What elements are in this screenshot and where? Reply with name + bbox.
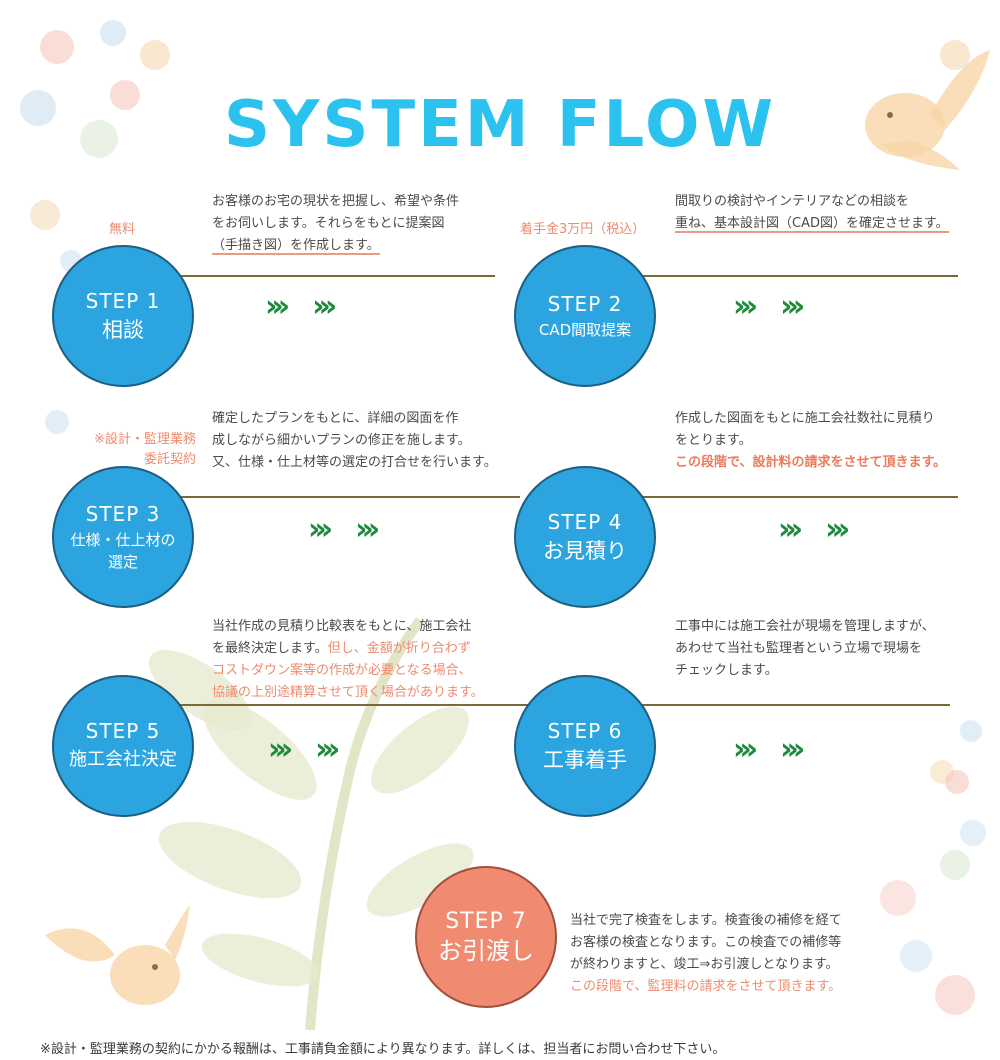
- step5-circle: STEP 5 施工会社決定: [52, 675, 194, 817]
- decor-dot: [960, 720, 982, 742]
- step1-circle: STEP 1 相談: [52, 245, 194, 387]
- step4-arrows: ››››››: [778, 512, 850, 547]
- step3-description: 確定したプランをもとに、詳細の図面を作 成しながら細かいプランの修正を施します。…: [212, 411, 497, 470]
- step3-circle: STEP 3 仕様・仕上材の 選定: [52, 466, 194, 608]
- divider: [130, 275, 495, 277]
- decor-dot: [45, 410, 69, 434]
- decor-dot: [935, 975, 975, 1015]
- divider: [590, 496, 958, 498]
- step6-description: 工事中には施工会社が現場を管理しますが、 あわせて当社も監理者という立場で現場を…: [675, 619, 935, 678]
- step7-circle: STEP 7 お引渡し: [415, 866, 557, 1008]
- decor-dot: [880, 880, 916, 916]
- decor-dot: [900, 940, 932, 972]
- divider: [130, 496, 520, 498]
- decor-dot: [20, 90, 56, 126]
- step3-arrows: ››››››: [308, 512, 380, 547]
- decor-dot: [940, 40, 970, 70]
- divider: [590, 275, 958, 277]
- decor-dot: [40, 30, 74, 64]
- decor-dot: [140, 40, 170, 70]
- step2-arrows: ››››››: [733, 289, 805, 324]
- step7-description: 当社で完了検査をします。検査後の補修を経て お客様の検査となります。この検査での…: [570, 913, 842, 994]
- small-bird-illustration: [45, 905, 190, 1005]
- step1-description: お客様のお宅の現状を把握し、希望や条件 をお伺いします。それらをもとに提案図 （…: [212, 194, 460, 255]
- decor-dot: [960, 820, 986, 846]
- step2-description: 間取りの検討やインテリアなどの相談を 重ね、基本設計図（CAD図）を確定させます…: [675, 194, 949, 233]
- decor-dot: [30, 200, 60, 230]
- bird-illustration: [865, 50, 990, 170]
- decor-dot: [940, 850, 970, 880]
- decor-dot: [100, 20, 126, 46]
- decor-dot: [945, 770, 969, 794]
- step6-circle: STEP 6 工事着手: [514, 675, 656, 817]
- footer-note: ※設計・監理業務の契約にかかる報酬は、工事請負金額により異なります。詳しくは、担…: [40, 1042, 726, 1057]
- decor-dot: [110, 80, 140, 110]
- step4-circle: STEP 4 お見積り: [514, 466, 656, 608]
- step3-note: ※設計・監理業務 委託契約: [94, 432, 196, 467]
- page-title: SYSTEM FLOW: [223, 88, 777, 162]
- step4-description: 作成した図面をもとに施工会社数社に見積り をとります。 この段階で、設計料の請求…: [675, 411, 947, 470]
- step2-circle: STEP 2 CAD間取提案: [514, 245, 656, 387]
- divider: [130, 704, 530, 706]
- decor-dot: [80, 120, 118, 158]
- step1-arrows: ››››››: [265, 289, 337, 324]
- step5-description: 当社作成の見積り比較表をもとに、施工会社 を最終決定します。但し、金額が折り合わ…: [212, 619, 484, 700]
- step1-note: 無料: [109, 222, 136, 237]
- step5-arrows: ››››››: [268, 732, 340, 767]
- leaf-illustration: [148, 617, 474, 1030]
- step2-note: 着手金3万円（税込）: [520, 222, 646, 237]
- divider: [590, 704, 950, 706]
- step6-arrows: ››››››: [733, 732, 805, 767]
